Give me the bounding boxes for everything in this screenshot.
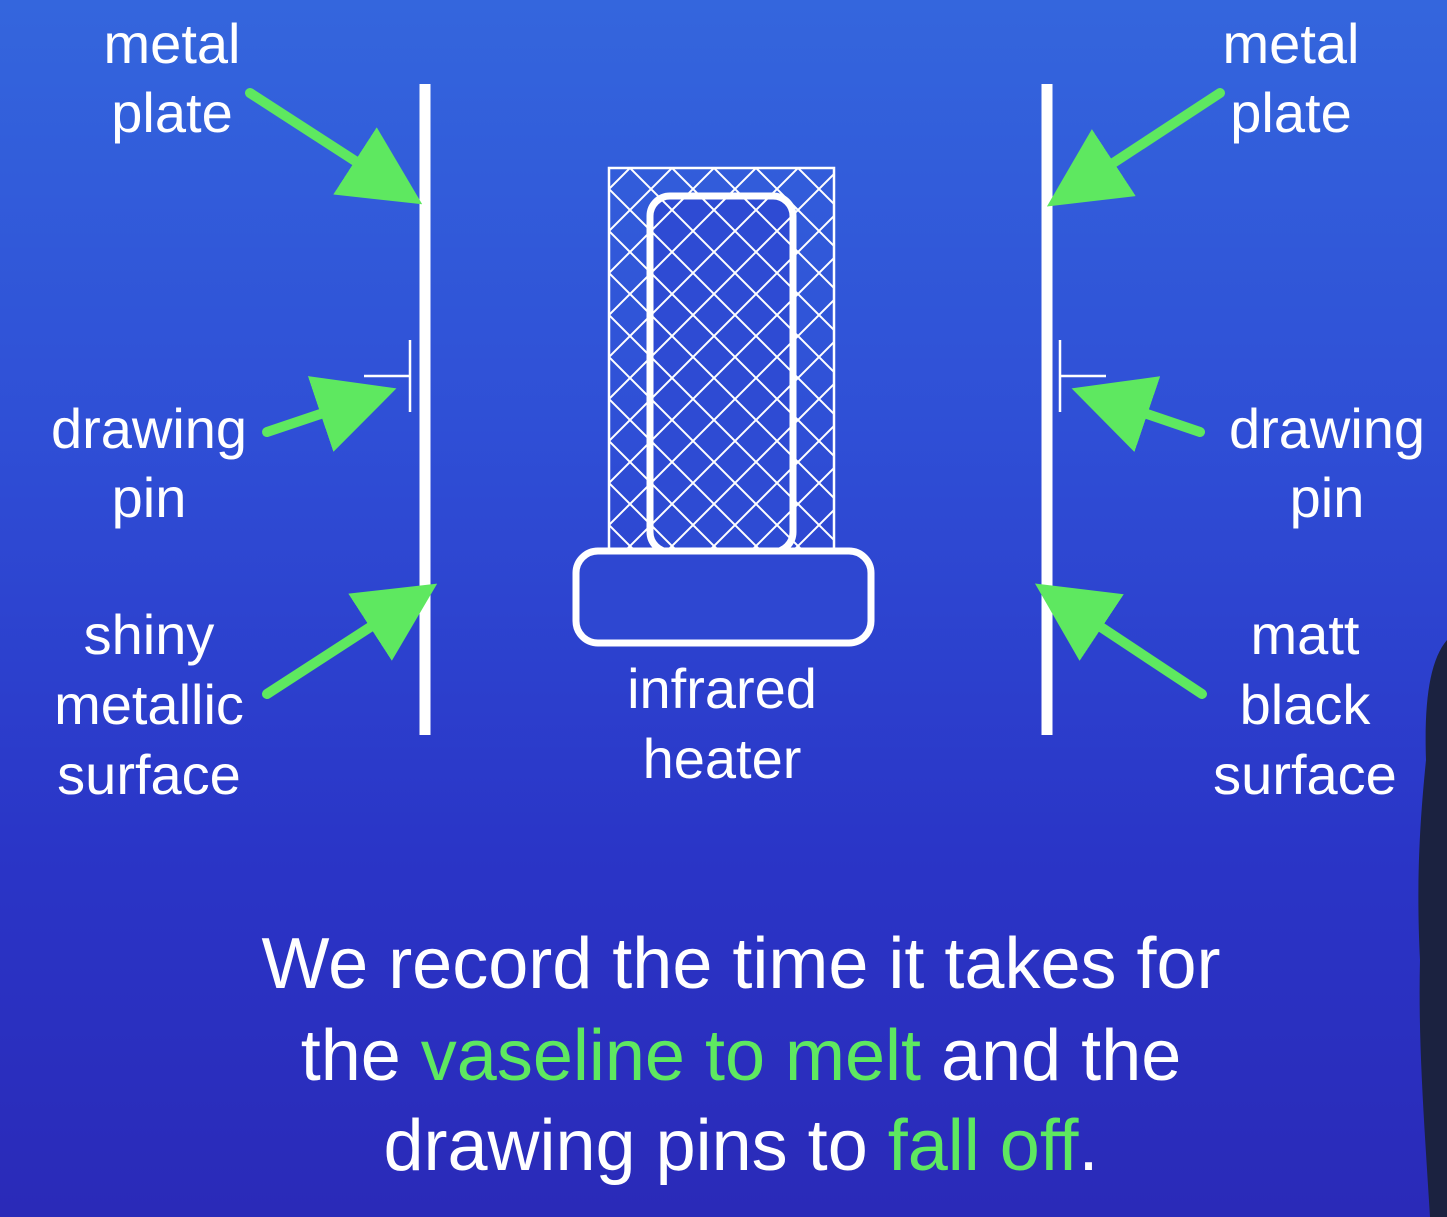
caption-line-3: drawing pins to fall off.	[383, 1106, 1098, 1186]
left-drawing-pin	[364, 340, 412, 412]
label-text: drawing	[51, 397, 247, 460]
label-text: plate	[111, 81, 232, 144]
presenter-silhouette	[1418, 640, 1447, 1217]
heater-element-hatch	[650, 196, 793, 552]
arrow-shiny-surface	[262, 583, 438, 699]
label-text: black	[1240, 673, 1372, 736]
label-right-drawing-pin: drawing pin	[1229, 397, 1425, 529]
arrow-left-metal-plate	[245, 88, 423, 205]
label-matt-black-surface: matt black surface	[1213, 603, 1397, 806]
caption-text: and the	[921, 1016, 1181, 1096]
label-text: pin	[1290, 466, 1365, 529]
label-text: shiny	[84, 603, 215, 666]
label-right-metal-plate: metal plate	[1223, 12, 1360, 144]
label-shiny-metallic-surface: shiny metallic surface	[54, 603, 244, 806]
heater-base	[572, 547, 875, 647]
label-text: surface	[1213, 743, 1397, 806]
arrow-matt-surface	[1034, 583, 1207, 699]
caption-text: drawing pins to	[383, 1106, 887, 1186]
label-infrared-heater: infrared heater	[627, 657, 817, 790]
arrow-right-drawing-pin	[1071, 376, 1205, 452]
caption-highlight-vaseline: vaseline to melt	[421, 1016, 921, 1096]
label-text: heater	[643, 727, 802, 790]
label-text: infrared	[627, 657, 817, 720]
label-left-drawing-pin: drawing pin	[51, 397, 247, 529]
label-text: plate	[1230, 81, 1351, 144]
label-text: metal	[1223, 12, 1360, 75]
caption-highlight-fall-off: fall off	[888, 1106, 1080, 1186]
caption: We record the time it takes for the vase…	[261, 924, 1220, 1186]
label-left-metal-plate: metal plate	[104, 12, 241, 144]
label-text: metallic	[54, 673, 244, 736]
label-text: metal	[104, 12, 241, 75]
caption-line-1: We record the time it takes for	[261, 924, 1220, 1004]
infrared-heater	[572, 166, 875, 647]
arrow-left-drawing-pin	[262, 376, 397, 452]
label-text: pin	[112, 466, 187, 529]
right-drawing-pin	[1058, 340, 1106, 412]
label-text: drawing	[1229, 397, 1425, 460]
label-text: surface	[57, 743, 241, 806]
caption-line-2: the vaseline to melt and the	[301, 1016, 1182, 1096]
label-text: matt	[1251, 603, 1360, 666]
caption-text: .	[1079, 1106, 1099, 1186]
arrow-right-metal-plate	[1046, 88, 1225, 207]
caption-text: the	[301, 1016, 421, 1096]
